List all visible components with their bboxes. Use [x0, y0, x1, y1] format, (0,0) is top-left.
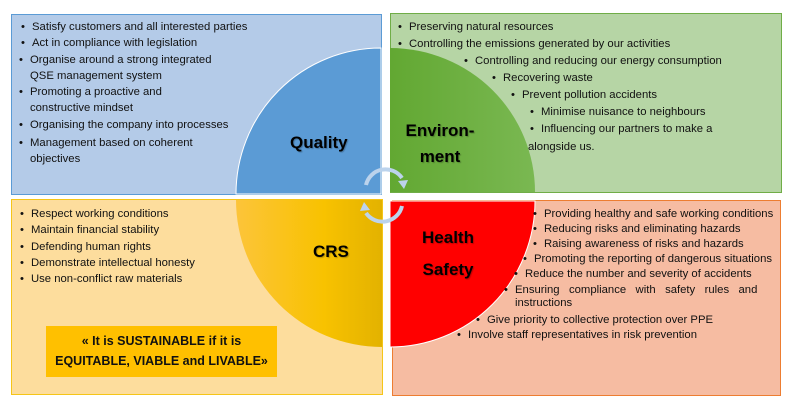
environment-item: Minimise nuisance to neighbours: [530, 105, 706, 119]
environment-item: Influencing our partners to make a: [530, 122, 712, 136]
crs-item: Respect working conditions: [20, 207, 168, 221]
environment-item: Controlling and reducing our energy cons…: [464, 54, 722, 68]
quality-item: Promoting a proactive and: [19, 85, 162, 99]
crs-item: Demonstrate intellectual honesty: [20, 256, 195, 270]
health-safety-item-cont: instructions: [515, 297, 573, 309]
environment-item: Recovering waste: [492, 71, 593, 85]
environment-item: Controlling the emissions generated by o…: [398, 37, 670, 51]
health-safety-item: Promoting the reporting of dangerous sit…: [523, 252, 772, 266]
crs-quarter: [236, 200, 382, 347]
health-safety-title-line: Safety: [422, 260, 474, 279]
crs-item: Use non-conflict raw materials: [20, 272, 182, 286]
quality-quarter: [235, 47, 382, 195]
quality-item-cont: objectives: [30, 153, 81, 165]
quality-item: Organising the company into processes: [19, 118, 228, 132]
quality-item: Satisfy customers and all interested par…: [21, 20, 247, 34]
environment-title-line: Environ-: [405, 121, 475, 140]
quality-title: Quality: [290, 133, 348, 152]
health-safety-item: Ensuring compliance with safety rules an…: [504, 283, 757, 297]
health-safety-item: Raising awareness of risks and hazards: [533, 237, 744, 251]
environment-title: Environ- ment: [400, 118, 480, 170]
crs-title: CRS: [313, 242, 349, 261]
quality-item-cont: QSE management system: [30, 70, 162, 82]
crs-item: Defending human rights: [20, 240, 151, 254]
health-safety-title: Health Safety: [408, 225, 488, 283]
health-safety-item: Providing healthy and safe working condi…: [533, 207, 773, 221]
health-safety-title-line: Health: [422, 228, 474, 247]
crs-item: Maintain financial stability: [20, 223, 159, 237]
health-safety-item: Reducing risks and eliminating hazards: [533, 222, 741, 236]
health-safety-item: Give priority to collective protection o…: [476, 313, 713, 327]
quality-item: Management based on coherent: [19, 136, 193, 150]
health-safety-item: Involve staff representatives in risk pr…: [457, 328, 697, 342]
quality-item: Organise around a strong integrated: [19, 53, 211, 67]
cycle-arrows-icon: [364, 167, 404, 224]
quality-item-cont: constructive mindset: [30, 102, 133, 114]
environment-quarter: [390, 48, 535, 192]
quality-item: Act in compliance with legislation: [21, 36, 197, 50]
environment-title-line: ment: [419, 147, 461, 166]
motto-line: « It is SUSTAINABLE if it is: [81, 334, 242, 348]
motto-line: EQUITABLE, VIABLE and LIVABLE»: [55, 354, 268, 368]
environment-item-cont: alongside us.: [528, 141, 595, 153]
sustainability-motto: « It is SUSTAINABLE if it is EQUITABLE, …: [46, 326, 277, 377]
environment-item: Preserving natural resources: [398, 20, 553, 34]
environment-item: Prevent pollution accidents: [511, 88, 657, 102]
health-safety-item: Reduce the number and severity of accide…: [514, 267, 752, 281]
